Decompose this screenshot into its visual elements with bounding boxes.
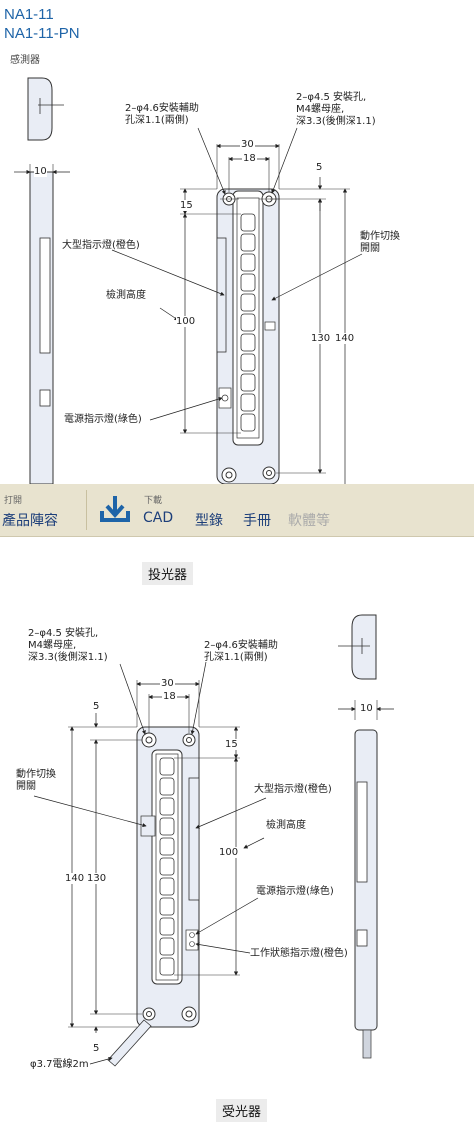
receiver-callout-mount-hole: 2–φ4.5 安裝孔, M4螺母座, 深3.3(後側深1.1) [28, 628, 108, 663]
download-toolbar: 打開 產品陣容 下載 CAD 型錄 手冊 軟體等 [0, 484, 474, 537]
receiver-dim-15: 15 [225, 739, 238, 750]
cad-link[interactable]: CAD [143, 510, 174, 526]
emitter-caption: 投光器 [142, 562, 194, 585]
model-title-2: NA1-11-PN [4, 25, 80, 42]
toolbar-divider [86, 490, 87, 530]
emitter-dim-5: 5 [316, 162, 323, 173]
receiver-label-power-indicator: 電源指示燈(綠色) [256, 886, 334, 897]
receiver-cable [107, 1019, 152, 1067]
product-lineup-link[interactable]: 產品陣容 [2, 513, 58, 529]
emitter-dim-100: 100 [176, 316, 196, 327]
receiver-top-view [351, 614, 377, 680]
receiver-mount-holes [141, 732, 197, 1022]
emitter-dim-15: 15 [180, 200, 193, 211]
emitter-dim-18: 18 [242, 153, 257, 164]
receiver-label-cable: φ3.7電線2m [30, 1059, 89, 1070]
receiver-dim-5-top: 5 [93, 701, 100, 712]
toolbar-open-label: 打開 [4, 496, 23, 506]
emitter-dim-140: 140 [335, 333, 355, 344]
sensor-label: 感測器 [10, 55, 40, 66]
emitter-label-large-indicator: 大型指示燈(橙色) [62, 240, 140, 251]
emitter-label-power-indicator: 電源指示燈(綠色) [64, 414, 142, 425]
receiver-drawing [33, 614, 394, 1067]
emitter-label-detect-height: 檢測高度 [106, 290, 146, 301]
emitter-dim-130: 130 [311, 333, 331, 344]
manual-link[interactable]: 手冊 [243, 513, 271, 529]
emitter-label-switch: 動作切換 開關 [360, 231, 400, 254]
receiver-callout-mount-aux: 2–φ4.6安裝輔助 孔深1.1(兩側) [204, 640, 278, 663]
emitter-drawing [14, 77, 363, 484]
receiver-label-work-indicator: 工作狀態指示燈(橙色) [250, 948, 348, 959]
emitter-callout-mount-hole: 2–φ4.5 安裝孔, M4螺母座, 深3.3(後側深1.1) [296, 92, 376, 127]
receiver-dim-140: 140 [65, 873, 85, 884]
receiver-dim-10: 10 [360, 703, 373, 714]
emitter-led-column [240, 213, 256, 432]
emitter-callout-mount-aux: 2–φ4.6安裝輔助 孔深1.1(兩側) [125, 103, 199, 126]
emitter-dim-10: 10 [34, 166, 47, 177]
toolbar-download-label: 下載 [144, 496, 163, 506]
receiver-dim-130: 130 [87, 873, 107, 884]
receiver-label-large-indicator: 大型指示燈(橙色) [254, 784, 332, 795]
receiver-caption: 受光器 [216, 1099, 268, 1122]
receiver-label-detect-height: 檢測高度 [266, 820, 306, 831]
emitter-dim-30: 30 [240, 139, 255, 150]
receiver-dim-18: 18 [162, 691, 177, 702]
model-title-1: NA1-11 [4, 6, 54, 23]
receiver-dim-30: 30 [160, 678, 175, 689]
receiver-label-switch: 動作切換 開關 [16, 769, 56, 792]
download-icon[interactable] [99, 494, 131, 524]
receiver-dim-100: 100 [219, 847, 239, 858]
catalog-link[interactable]: 型錄 [195, 513, 223, 529]
receiver-dim-5-bottom: 5 [93, 1043, 100, 1054]
receiver-led-column [159, 757, 175, 976]
software-link: 軟體等 [288, 513, 330, 529]
